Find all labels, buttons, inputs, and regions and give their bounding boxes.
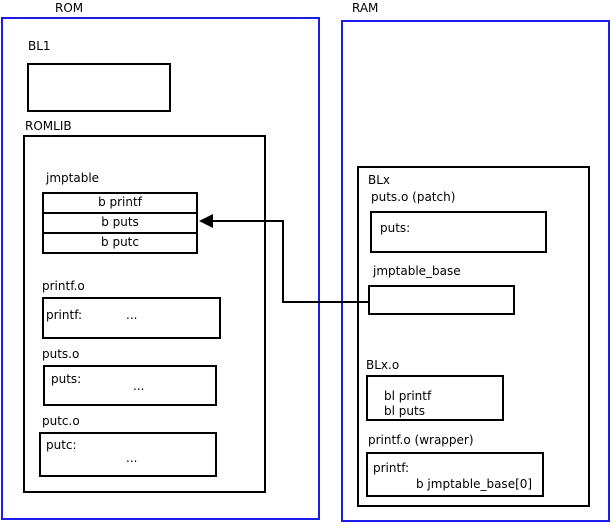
printf-wrapper-body-text: b jmptable_base[0] xyxy=(416,477,533,491)
jmptable-label: jmptable xyxy=(46,171,100,185)
printf-entry-text: printf: xyxy=(46,308,83,322)
jmptable-row-b-putc: b putc xyxy=(42,232,198,254)
ram-title: RAM xyxy=(352,1,379,15)
jmptable-base-box xyxy=(368,285,515,315)
arrow-segment-bottom xyxy=(282,301,368,303)
putc-body-text: ... xyxy=(126,451,138,465)
romlib-label: ROMLIB xyxy=(25,119,72,133)
arrow-segment-vertical xyxy=(282,220,284,303)
puts-patch-box: puts: xyxy=(370,211,547,253)
puts-entry-text: puts: xyxy=(51,372,82,386)
printf-wrapper-label: printf.o (wrapper) xyxy=(368,433,474,447)
arrow-head xyxy=(199,214,213,228)
bl1-label: BL1 xyxy=(28,39,51,53)
rom-title: ROM xyxy=(55,1,84,15)
putc-o-box: putc: ... xyxy=(39,432,217,477)
jmptable-row-b-puts: b puts xyxy=(42,212,198,234)
jmptable-base-label: jmptable_base xyxy=(373,264,461,278)
blx-o-line-bl-printf: bl printf xyxy=(384,389,432,403)
putc-entry-text: putc: xyxy=(46,438,77,452)
jmptable-row-b-printf: b printf xyxy=(42,192,198,214)
puts-o-label: puts.o xyxy=(42,347,80,361)
blx-o-line-bl-puts: bl puts xyxy=(384,404,425,418)
printf-wrapper-box: printf: b jmptable_base[0] xyxy=(366,452,544,497)
printf-body-text: ... xyxy=(126,308,138,322)
puts-body-text: ... xyxy=(133,379,145,393)
puts-o-box: puts: ... xyxy=(43,365,217,406)
printf-o-box: printf: ... xyxy=(42,297,221,339)
arrow-segment-top xyxy=(212,220,284,222)
puts-patch-label: puts.o (patch) xyxy=(371,190,456,204)
bl1-box xyxy=(27,63,171,112)
puts-patch-entry-text: puts: xyxy=(380,221,411,235)
putc-o-label: putc.o xyxy=(42,414,80,428)
blx-o-label: BLx.o xyxy=(366,358,400,372)
printf-o-label: printf.o xyxy=(42,279,85,293)
blx-label: BLx xyxy=(368,173,391,187)
blx-o-box: bl printf bl puts xyxy=(366,375,504,421)
printf-wrapper-entry-text: printf: xyxy=(373,461,410,475)
